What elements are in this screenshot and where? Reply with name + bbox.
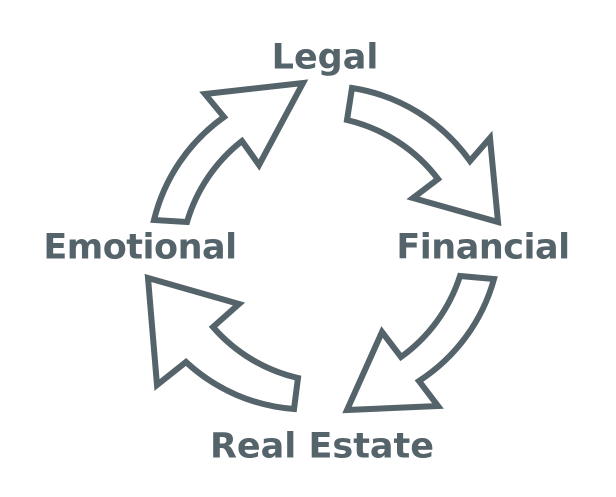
arrow-realestate-to-emotional <box>144 273 302 413</box>
node-label-legal: Legal <box>271 37 379 78</box>
node-label-emotional: Emotional <box>43 227 237 268</box>
node-label-financial: Financial <box>396 227 570 268</box>
arrow-legal-to-financial <box>343 84 502 227</box>
arrow-emotional-to-legal <box>150 79 309 226</box>
node-label-real-estate: Real Estate <box>209 426 435 467</box>
arrow-financial-to-realestate <box>342 272 498 414</box>
